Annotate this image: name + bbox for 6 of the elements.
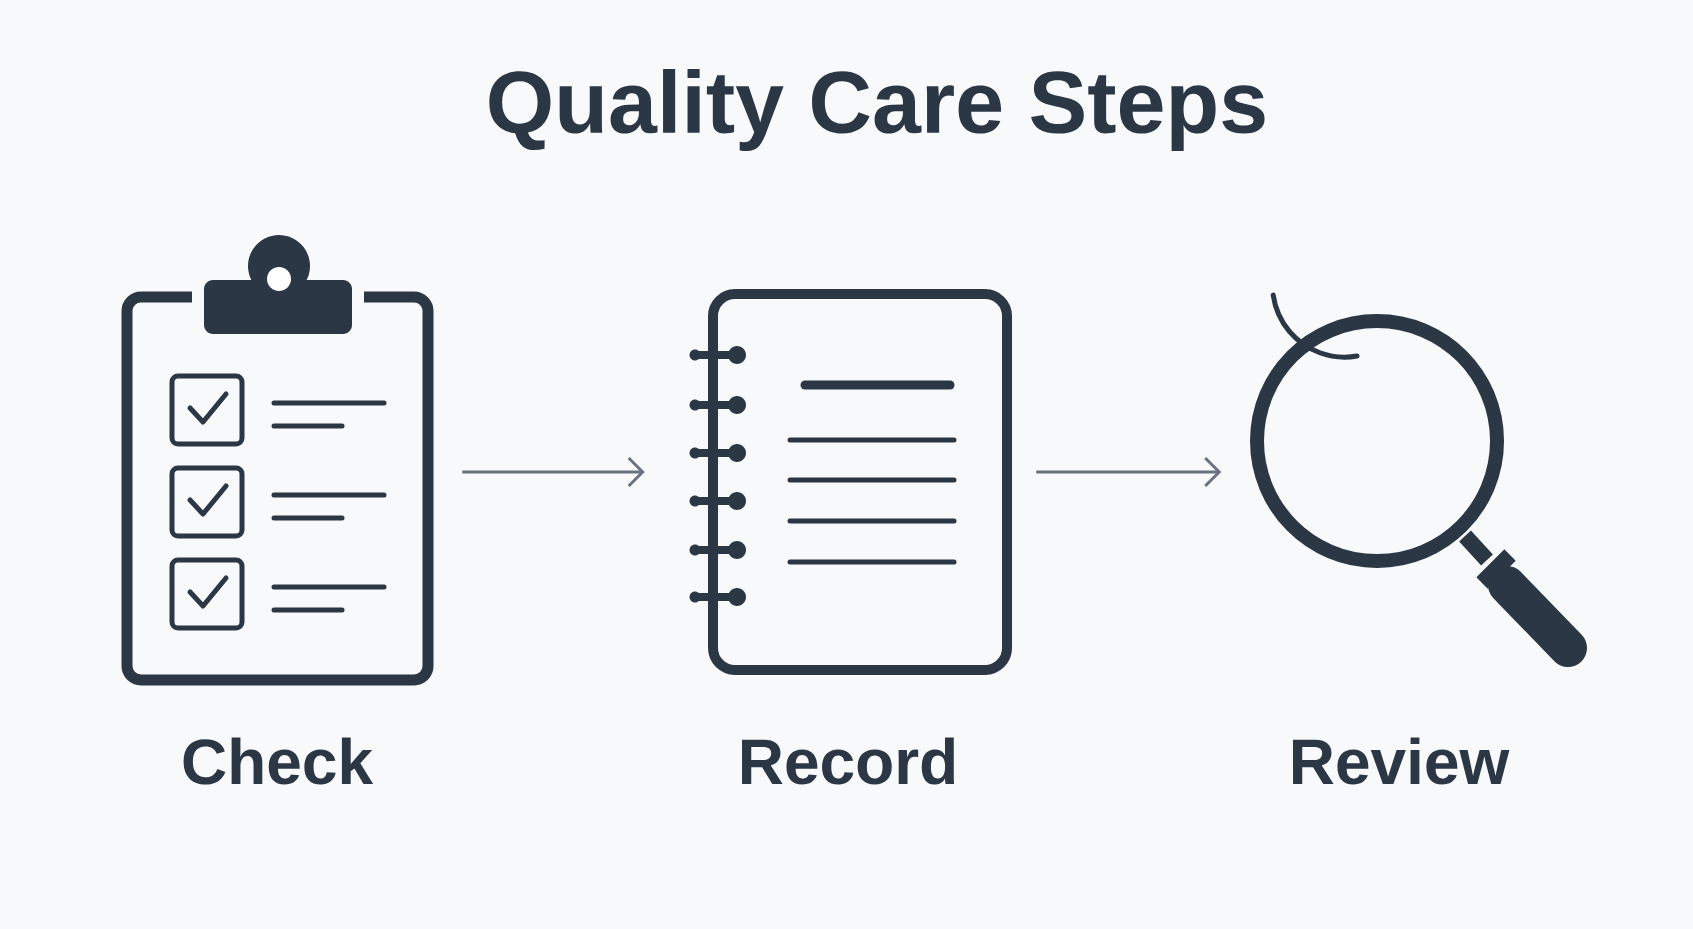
step-label: Check [183, 737, 374, 785]
title: Quality Care Steps [489, 69, 1265, 151]
step-label: Review [1293, 737, 1510, 785]
step-label: Record [742, 737, 954, 785]
arrow [462, 456, 645, 488]
arrow [1036, 456, 1222, 488]
